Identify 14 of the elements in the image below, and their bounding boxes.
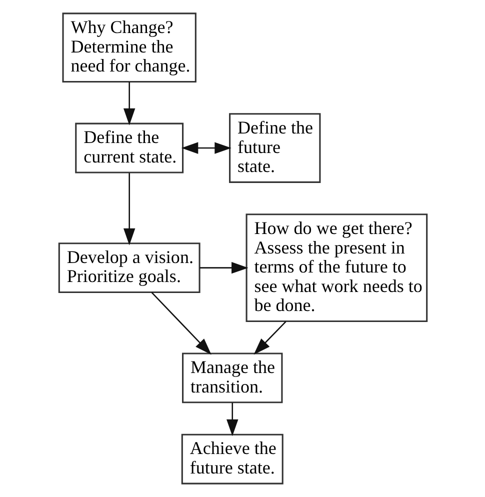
arrow	[122, 82, 135, 126]
arrow	[180, 142, 231, 154]
node-box: Why Change? Determine the need for change.	[62, 12, 196, 82]
node-box: Develop a vision. Prioritize goals.	[58, 242, 200, 294]
arrow	[122, 173, 135, 246]
node-box: Achieve the future state.	[180, 434, 283, 484]
node-box: Manage the transition.	[182, 352, 282, 404]
node-box: Define the current state.	[74, 122, 184, 174]
arrow	[199, 262, 248, 274]
arrow	[150, 292, 211, 355]
node-box: How do we get there? Assess the present in terms of the future to see what work needs to be done.	[245, 214, 428, 322]
node-box: Define the future state.	[228, 113, 320, 183]
arrow	[226, 402, 238, 436]
arrow	[253, 321, 286, 355]
